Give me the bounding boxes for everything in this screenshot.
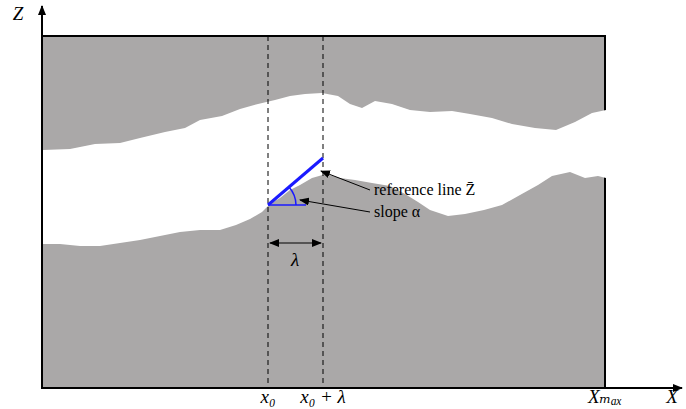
dashed-guide [268, 36, 269, 388]
slope-arc [289, 187, 296, 205]
leader-line [300, 200, 370, 212]
callout-label: slope α [374, 203, 420, 221]
leader-line [321, 171, 370, 190]
z-axis [41, 6, 43, 388]
x-axis [42, 387, 682, 389]
span-arrow [270, 243, 321, 244]
axis-label: Z [13, 4, 24, 25]
reference-line [268, 158, 323, 205]
axis-label: X [666, 387, 678, 408]
dashed-guide [323, 36, 324, 388]
fracture-aperture [43, 93, 612, 246]
callout-label: reference line Z̄ [374, 181, 475, 199]
tick-label: x₀ [260, 387, 275, 408]
tick-label: Xₘₐₓ [588, 387, 622, 408]
horizontal-base [268, 204, 306, 206]
tick-label: x₀ + λ [300, 387, 346, 408]
dimension-label: λ [291, 250, 299, 271]
